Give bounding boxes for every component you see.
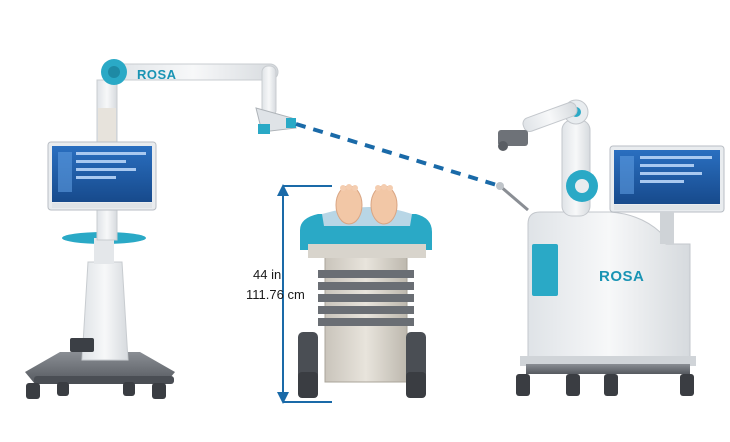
optical-tracking-camera-icon <box>255 107 297 134</box>
robot-unit <box>496 99 725 396</box>
patient-feet-icon <box>335 184 398 225</box>
camera-arm-brand-label: ROSA <box>137 67 177 82</box>
robot-unit-brand-label: ROSA <box>599 268 644 285</box>
robot-monitor-icon <box>609 145 725 244</box>
tracking-line <box>295 122 501 188</box>
robotic-arm-icon <box>498 130 528 151</box>
caster-wheel-icon <box>26 382 166 399</box>
height-dimension-arrow <box>277 184 332 404</box>
operating-table <box>298 184 432 398</box>
height-cm-label: 111.76 cm <box>246 287 305 302</box>
touchscreen-monitor-icon <box>47 141 157 211</box>
height-inches-label: 44 in <box>253 267 281 282</box>
camera-cart <box>25 59 297 399</box>
